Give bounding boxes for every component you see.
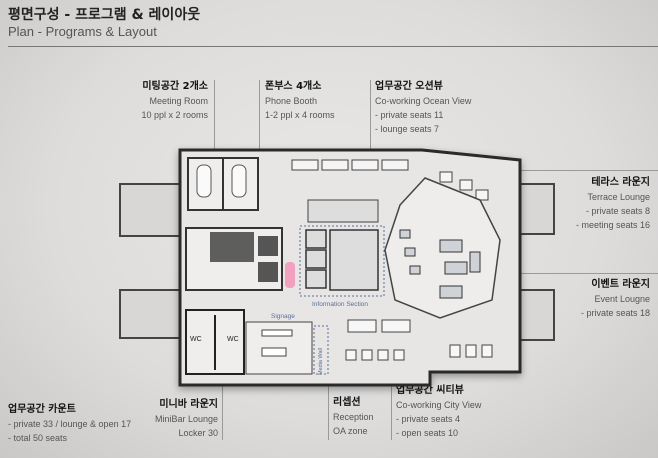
meeting-detail: 10 ppl x 2 rooms	[141, 110, 208, 120]
count-d1: - private 33 / lounge & open 17	[8, 419, 132, 429]
ocean-en: Co-working Ocean View	[375, 96, 472, 106]
label-reception: 리셉션 Reception OA zone	[333, 396, 374, 438]
label-seat-count: 업무공간 카운트 - private 33 / lounge & open 17…	[8, 403, 131, 445]
leader-line	[480, 170, 658, 171]
label-ocean-view: 업무공간 오션뷰 Co-working Ocean View - private…	[375, 80, 471, 136]
media-wall-label: Media Wall	[318, 348, 324, 375]
signage-marker	[285, 262, 295, 288]
leader-line	[222, 380, 223, 440]
reception-detail: OA zone	[333, 426, 368, 436]
minibar-ko: 미니바 라운지	[159, 399, 218, 410]
city-ko: 업무공간 씨티뷰	[396, 385, 464, 396]
count-ko: 업무공간 카운트	[8, 404, 76, 415]
wc-label-right: WC	[227, 336, 239, 343]
reception-en: Reception	[333, 412, 374, 422]
leader-line	[259, 80, 260, 152]
right-wing-bottom	[517, 289, 555, 341]
terrace-ko: 테라스 라운지	[591, 177, 650, 188]
leader-line	[214, 80, 215, 152]
event-d1: - private seats 18	[580, 308, 650, 318]
right-wing-top	[517, 183, 555, 235]
reception-ko: 리셉션	[333, 397, 361, 408]
page-subtitle: Plan - Programs & Layout	[8, 24, 157, 39]
info-section-label: Information Section	[312, 301, 368, 308]
city-en: Co-working City View	[396, 400, 482, 410]
label-minibar-lounge: 미니바 라운지 MiniBar Lounge Locker 30	[155, 398, 218, 440]
terrace-en: Terrace Lounge	[587, 192, 650, 202]
ocean-d1: - private seats 11	[375, 110, 444, 120]
label-phone-booth: 폰부스 4개소 Phone Booth 1-2 ppl x 4 rooms	[265, 80, 335, 122]
leader-line	[370, 80, 371, 152]
signage-label: Signage	[271, 313, 295, 320]
minibar-detail: Locker 30	[178, 428, 218, 438]
event-en: Event Lougne	[594, 294, 650, 304]
leader-line	[391, 384, 392, 440]
label-meeting-room: 미팅공간 2개소 Meeting Room 10 ppl x 2 rooms	[141, 80, 208, 122]
phone-detail: 1-2 ppl x 4 rooms	[265, 110, 335, 120]
minibar-en: MiniBar Lounge	[154, 414, 218, 424]
city-d1: - private seats 4	[396, 414, 461, 424]
label-city-view: 업무공간 씨티뷰 Co-working City View - private …	[396, 384, 481, 440]
phone-ko: 폰부스 4개소	[265, 81, 322, 92]
wc-label-left: WC	[190, 336, 202, 343]
label-terrace-lounge: 테라스 라운지 Terrace Lounge - private seats 8…	[576, 176, 650, 232]
event-ko: 이벤트 라운지	[591, 279, 650, 290]
info-path	[299, 225, 385, 297]
city-d2: - open seats 10	[396, 428, 459, 438]
leader-line	[500, 273, 658, 274]
ocean-ko: 업무공간 오션뷰	[375, 81, 443, 92]
title-divider	[8, 46, 658, 47]
ocean-d2: - lounge seats 7	[375, 124, 440, 134]
phone-en: Phone Booth	[265, 96, 318, 106]
media-wall	[313, 325, 329, 375]
terrace-d1: - private seats 8	[585, 206, 650, 216]
terrace-d2: - meeting seats 16	[575, 220, 650, 230]
meeting-en: Meeting Room	[149, 96, 208, 106]
left-wing-top	[119, 183, 183, 237]
label-event-lounge: 이벤트 라운지 Event Lougne - private seats 18	[581, 278, 650, 320]
meeting-table	[231, 164, 247, 198]
meeting-ko: 미팅공간 2개소	[142, 81, 208, 92]
leader-line	[328, 380, 329, 440]
count-d2: - total 50 seats	[8, 433, 68, 443]
phone-booths	[305, 229, 379, 291]
meeting-table	[196, 164, 212, 198]
page-title: 평면구성 - 프로그램 & 레이아웃	[8, 7, 201, 23]
left-wing-bottom	[119, 289, 183, 339]
